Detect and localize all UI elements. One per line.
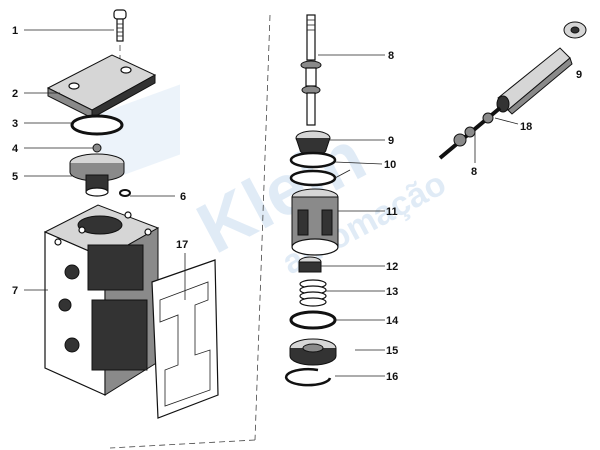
callout-6: 6 xyxy=(180,191,186,203)
part-10-o-rings xyxy=(289,151,337,187)
part-7-valve-body xyxy=(43,204,160,396)
part-2-cover-plate xyxy=(46,54,157,119)
callout-8-top: 8 xyxy=(388,50,394,62)
callout-4: 4 xyxy=(12,143,19,155)
callout-1: 1 xyxy=(12,25,18,37)
callout-10: 10 xyxy=(384,159,396,171)
part-11-sleeve xyxy=(291,188,339,256)
callout-7: 7 xyxy=(12,285,18,297)
part-9-seal-vertical xyxy=(295,130,331,156)
callout-9-left: 9 xyxy=(388,135,394,147)
callout-labels: 1 2 3 4 5 6 7 17 8 9 10 11 12 13 14 15 1… xyxy=(12,25,582,383)
part-1-screw xyxy=(113,9,127,42)
part-18-handle xyxy=(496,47,573,115)
callout-5: 5 xyxy=(12,171,18,183)
part-13-spring xyxy=(299,279,327,307)
part-17-gasket xyxy=(151,259,219,419)
part-16-retaining-ring xyxy=(284,367,332,387)
part-6-small-ring xyxy=(119,189,131,197)
callout-12: 12 xyxy=(386,261,398,273)
callout-11: 11 xyxy=(386,206,398,218)
callout-14: 14 xyxy=(386,315,399,327)
callout-16: 16 xyxy=(386,371,398,383)
callout-13: 13 xyxy=(386,286,398,298)
callout-3: 3 xyxy=(12,118,18,130)
part-3-o-ring xyxy=(70,114,124,136)
part-15-disc xyxy=(289,338,337,366)
callout-8-diagonal: 8 xyxy=(471,166,477,178)
part-8-stem-vertical xyxy=(300,14,322,126)
callout-2: 2 xyxy=(12,88,18,100)
part-12-nut xyxy=(298,256,322,273)
part-9-ring-right xyxy=(563,21,587,39)
callout-15: 15 xyxy=(386,345,398,357)
callout-17: 17 xyxy=(176,239,188,251)
leader-lines xyxy=(24,29,519,377)
part-8-stem-diagonal xyxy=(438,106,502,160)
part-4-ball xyxy=(92,143,102,153)
part-14-o-ring xyxy=(289,310,337,330)
callout-18: 18 xyxy=(520,121,532,133)
callout-9-right: 9 xyxy=(576,69,582,81)
part-5-piston xyxy=(69,153,125,197)
